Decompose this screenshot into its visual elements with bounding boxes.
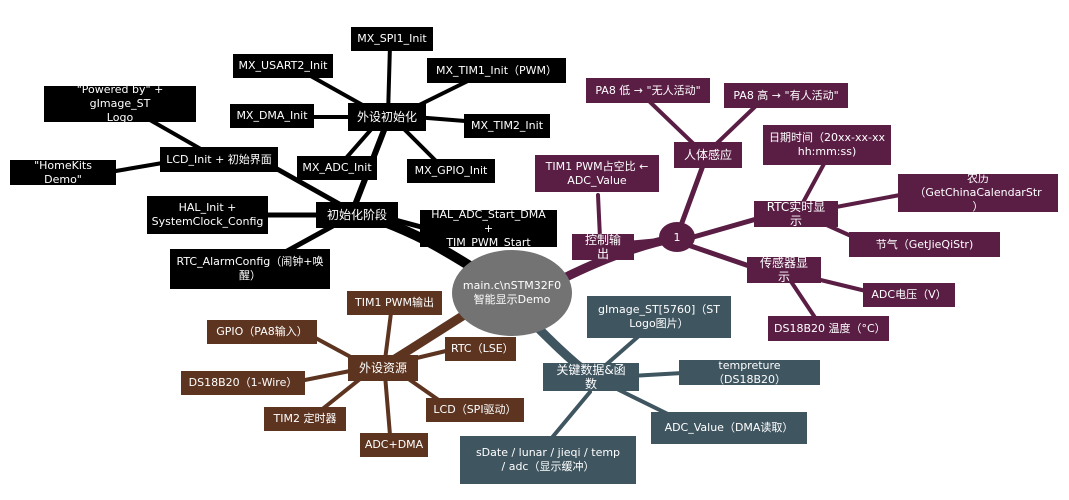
pa8-high-node: PA8 高 → "有人活动" — [724, 83, 848, 108]
datetime-node: 日期时间（20xx-xx-xx hh:mm:ss) — [763, 125, 891, 165]
res-ds18b20-node: DS18B20（1-Wire） — [181, 371, 305, 395]
lcd-init-node: LCD_Init + 初始界面 — [160, 147, 278, 172]
rtc-alarm-node: RTC_AlarmConfig（闹钟+唤 醒） — [170, 249, 330, 289]
periph-resources-node: 外设资源 — [348, 355, 418, 381]
res-tim2-node: TIM2 定时器 — [264, 407, 346, 431]
output-hub-number: 1 — [659, 222, 695, 252]
mx-usart2-node: MX_USART2_Init — [233, 54, 333, 78]
link-control-tim1pwm — [596, 193, 602, 240]
link-periph-gpio — [398, 123, 442, 167]
tim1-pwm-duty-node: TIM1 PWM占空比 ← ADC_Value — [535, 155, 659, 192]
res-gpio-node: GPIO（PA8输入） — [207, 320, 317, 344]
res-adc-dma-node: ADC+DMA — [360, 433, 428, 457]
mx-adc-node: MX_ADC_Init — [297, 156, 377, 180]
tempreture-node: tempreture（DS18B20） — [679, 359, 820, 386]
mx-dma-node: MX_DMA_Init — [230, 104, 314, 128]
mx-gpio-node: MX_GPIO_Init — [407, 159, 495, 183]
powered-by-node: "Powered by" + gImage_ST Logo — [44, 83, 196, 124]
link-rtc-datetime — [798, 160, 827, 210]
hal-init-node: HAL_Init + SystemClock_Config — [147, 196, 268, 234]
link-num-rtc — [687, 215, 763, 241]
hal-adc-start-node: HAL_ADC_Start_DMA + TIM_PWM_Start — [420, 208, 557, 249]
root-node-main-c: main.c\nSTM32F0 智能显示Demo — [452, 250, 572, 336]
lunar-node: 农历（GetChinaCalendarStr ） — [898, 172, 1058, 213]
jieqi-node: 节气（GetJieQiStr) — [849, 232, 1000, 257]
link-res-adc — [383, 373, 392, 437]
link-data-buffers — [548, 390, 592, 442]
control-output-node: 控制输出 — [572, 233, 634, 261]
root-subtitle: 智能显示Demo — [473, 293, 551, 306]
sensor-display-node: 传感器显示 — [747, 256, 821, 284]
link-num-sensor — [685, 242, 758, 271]
display-buffers-node: sDate / lunar / jieqi / temp / adc（显示缓冲） — [460, 436, 636, 484]
init-stage-node: 初始化阶段 — [316, 202, 398, 228]
res-tim1-pwm-node: TIM1 PWM输出 — [347, 291, 442, 315]
adc-voltage-node: ADC电压（V） — [863, 283, 955, 307]
ds18b20-temp-node: DS18B20 温度（°C） — [768, 316, 889, 341]
homekits-demo-node: "HomeKits Demo" — [10, 159, 116, 186]
mx-tim2-node: MX_TIM2_Init — [464, 114, 550, 138]
key-data-node: 关键数据&函数 — [543, 363, 639, 391]
res-lcd-node: LCD（SPI驱动） — [426, 398, 524, 422]
mx-spi1-node: MX_SPI1_Init — [351, 27, 433, 51]
pa8-low-node: PA8 低 → "无人活动" — [586, 78, 710, 103]
root-title: main.c\nSTM32F0 — [462, 279, 562, 292]
link-num-human — [677, 157, 708, 231]
periph-init-node: 外设初始化 — [348, 103, 426, 131]
mx-tim1-node: MX_TIM1_Init（PWM） — [427, 58, 566, 83]
res-rtc-node: RTC（LSE） — [445, 337, 516, 361]
adc-value-node: ADC_Value（DMA读取） — [651, 412, 807, 444]
human-sensing-node: 人体感应 — [674, 142, 742, 168]
gimage-node: gImage_ST[5760]（ST Logo图片） — [587, 296, 731, 338]
link-human-pa8high — [710, 100, 762, 150]
rtc-display-node: RTC实时显示 — [754, 200, 838, 228]
